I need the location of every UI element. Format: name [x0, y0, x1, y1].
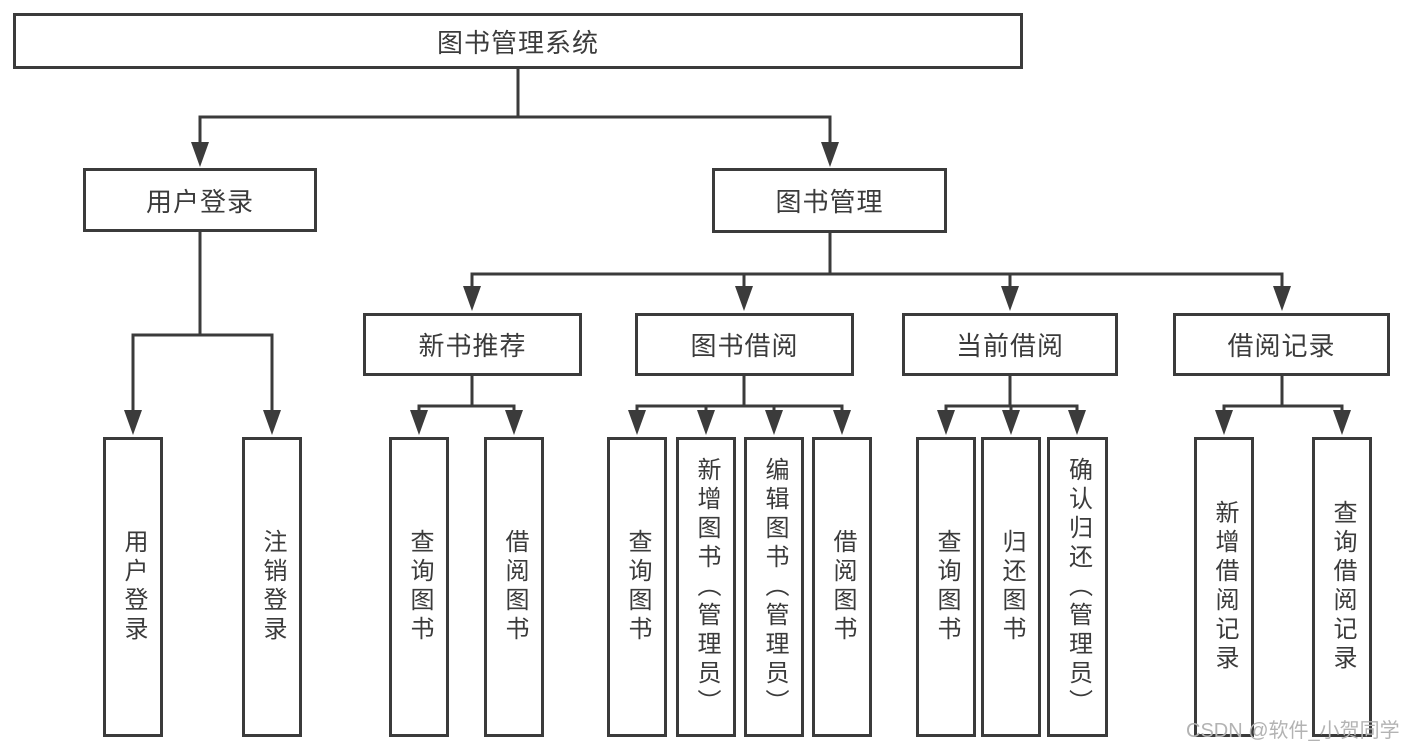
node-root-label: 图书管理系统 [436, 27, 599, 58]
leaf-borrow-query-books-label: 查询图书 [624, 529, 651, 645]
leaf-borrow-borrow-books: 借阅图书 [812, 437, 872, 737]
node-book-management: 图书管理 [712, 168, 947, 233]
node-user-login-label: 用户登录 [145, 186, 254, 217]
leaf-borrow-edit-books-admin: 编辑图书（管理员） [744, 437, 804, 737]
node-borrow-records-label: 借阅记录 [1227, 331, 1336, 361]
leaf-borrow-edit-books-admin-label: 编辑图书（管理员） [761, 456, 788, 718]
leaf-logout-label: 注销登录 [259, 529, 286, 645]
leaf-current-confirm-return-admin-label: 确认归还（管理员） [1064, 456, 1092, 718]
leaf-current-confirm-return-admin: 确认归还（管理员） [1047, 437, 1108, 737]
leaf-records-add-record-label: 新增借阅记录 [1211, 500, 1238, 674]
leaf-borrow-borrow-books-label: 借阅图书 [829, 529, 856, 645]
leaf-user-login: 用户登录 [103, 437, 163, 737]
node-current-borrow-label: 当前借阅 [955, 331, 1064, 361]
leaf-borrow-query-books: 查询图书 [607, 437, 667, 737]
leaf-current-query-books: 查询图书 [916, 437, 976, 737]
node-user-login: 用户登录 [83, 168, 317, 232]
leaf-recommend-query-books: 查询图书 [389, 437, 449, 737]
node-book-borrow: 图书借阅 [635, 313, 854, 376]
arrowheads [124, 142, 1351, 435]
node-current-borrow: 当前借阅 [902, 313, 1118, 376]
leaf-logout: 注销登录 [242, 437, 302, 737]
leaf-recommend-borrow-books-label: 借阅图书 [501, 529, 528, 645]
leaf-user-login-label: 用户登录 [120, 529, 147, 645]
node-book-borrow-label: 图书借阅 [690, 331, 799, 361]
node-new-book-recommend-label: 新书推荐 [418, 331, 527, 361]
leaf-current-return-books: 归还图书 [981, 437, 1041, 737]
csdn-watermark: CSDN @软件_小贺同学 [1186, 720, 1400, 742]
node-new-book-recommend: 新书推荐 [363, 313, 582, 376]
node-borrow-records: 借阅记录 [1173, 313, 1390, 376]
node-book-management-label: 图书管理 [775, 187, 884, 217]
leaf-borrow-add-books-admin-label: 新增图书（管理员） [693, 456, 720, 718]
leaf-recommend-borrow-books: 借阅图书 [484, 437, 544, 737]
leaf-records-add-record: 新增借阅记录 [1194, 437, 1254, 737]
leaf-borrow-add-books-admin: 新增图书（管理员） [676, 437, 736, 737]
leaf-current-query-books-label: 查询图书 [933, 529, 960, 645]
leaf-recommend-query-books-label: 查询图书 [406, 529, 433, 645]
leaf-records-query-record: 查询借阅记录 [1312, 437, 1372, 737]
leaf-records-query-record-label: 查询借阅记录 [1329, 500, 1356, 674]
node-root: 图书管理系统 [13, 13, 1023, 69]
leaf-current-return-books-label: 归还图书 [998, 529, 1025, 645]
